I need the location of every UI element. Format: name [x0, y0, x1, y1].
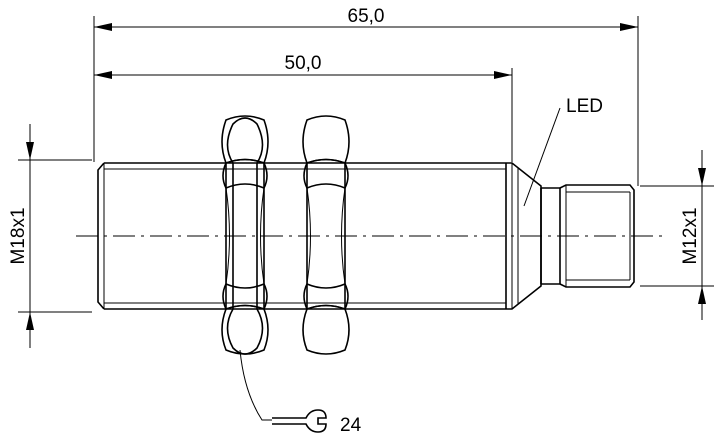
open-end-wrench-icon: [272, 409, 327, 433]
hex-nut-right: [302, 115, 350, 355]
dimension-overall-length: 65,0: [94, 6, 638, 31]
dimension-connector-thread: M12x1: [680, 150, 706, 320]
connector-thread-label: M12x1: [680, 207, 701, 264]
dimension-body-thread: M18x1: [8, 124, 34, 348]
body-thread-label: M18x1: [8, 207, 29, 264]
overall-length-label: 65,0: [348, 6, 385, 27]
wrench-size-label: 24: [340, 415, 362, 436]
led-callout: LED: [523, 96, 603, 207]
hex-nut-left: [221, 115, 269, 355]
thread-length-label: 50,0: [285, 53, 322, 74]
led-label: LED: [566, 96, 603, 117]
wrench-callout: 24: [239, 349, 362, 436]
dimension-thread-length: 50,0: [94, 53, 512, 79]
